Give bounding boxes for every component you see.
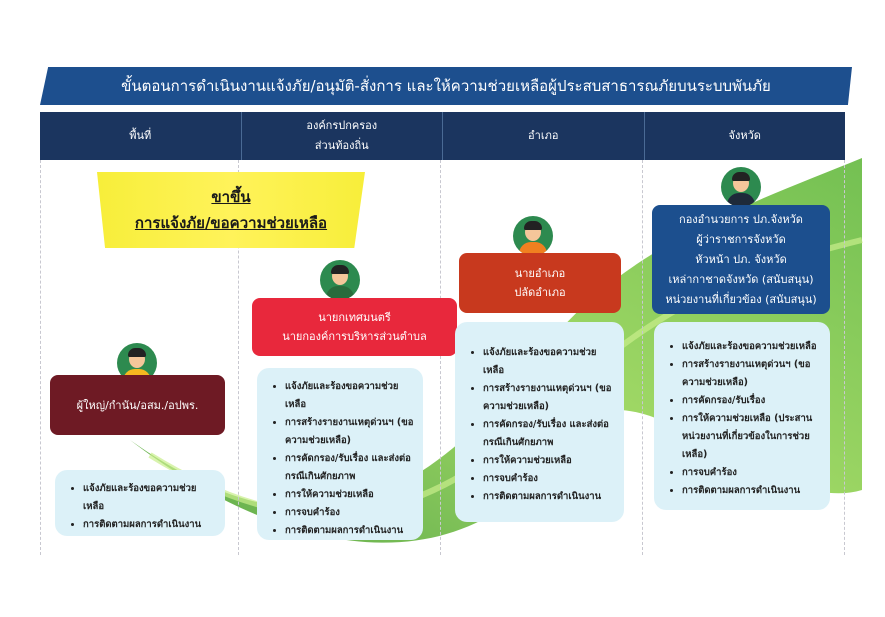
task-item: การจบคำร้อง	[285, 504, 415, 522]
role-box-area: ผู้ใหญ่/กำนัน/อสม./อปพร.	[50, 375, 225, 435]
task-list-district: แจ้งภัยและร้องขอความช่วยเหลือ การสร้างรา…	[455, 322, 624, 522]
column-label: พื้นที่	[129, 129, 152, 142]
task-item: การจบคำร้อง	[483, 470, 616, 488]
column-header-province: จังหวัด	[645, 112, 846, 160]
role-line: หน่วยงานที่เกี่ยวข้อง (สนับสนุน)	[665, 292, 817, 306]
task-item: การคัดกรอง/รับเรื่อง	[682, 392, 822, 410]
column-header-row: พื้นที่ องค์กรปกครอง ส่วนท้องถิ่น อำเภอ …	[40, 112, 845, 160]
task-list-area: แจ้งภัยและร้องขอความช่วยเหลือ การติดตามผ…	[55, 470, 225, 536]
column-divider	[844, 160, 845, 555]
banner-line1: ขาขึ้น	[211, 188, 251, 206]
role-line: กองอำนวยการ ปภ.จังหวัด	[679, 212, 803, 226]
role-line: หัวหน้า ปภ. จังหวัด	[695, 252, 787, 266]
banner-line2: การแจ้งภัย/ขอความช่วยเหลือ	[134, 214, 328, 232]
role-line: นายอำเภอ	[514, 267, 566, 280]
task-item: การสร้างรายงานเหตุด่วนฯ (ขอความช่วยเหลือ…	[285, 414, 415, 450]
task-item: แจ้งภัยและร้องขอความช่วยเหลือ	[682, 338, 822, 356]
diagram-title: ขั้นตอนการดำเนินงานแจ้งภัย/อนุมัติ-สั่งก…	[40, 67, 852, 105]
task-item: การติดตามผลการดำเนินงาน	[285, 522, 415, 540]
upstream-banner: ขาขึ้นการแจ้งภัย/ขอความช่วยเหลือ	[97, 172, 365, 248]
role-line: ผู้ใหญ่/กำนัน/อสม./อปพร.	[76, 398, 199, 412]
task-item: การติดตามผลการดำเนินงาน	[682, 482, 822, 500]
task-list-local-gov: แจ้งภัยและร้องขอความช่วยเหลือ การสร้างรา…	[257, 368, 423, 540]
column-divider	[642, 160, 643, 555]
role-box-district: นายอำเภอปลัดอำเภอ	[459, 253, 621, 313]
task-list-province: แจ้งภัยและร้องขอความช่วยเหลือ การสร้างรา…	[654, 322, 830, 510]
role-line: นายกองค์การบริหารส่วนตำบล	[282, 330, 427, 343]
person-avatar-icon	[320, 260, 360, 300]
column-label: องค์กรปกครอง ส่วนท้องถิ่น	[306, 119, 378, 152]
task-item: การให้ความช่วยเหลือ (ประสานหน่วยงานที่เก…	[682, 410, 822, 464]
column-divider	[238, 160, 239, 555]
task-item: แจ้งภัยและร้องขอความช่วยเหลือ	[83, 480, 217, 516]
task-item: แจ้งภัยและร้องขอความช่วยเหลือ	[285, 378, 415, 414]
column-label: จังหวัด	[728, 129, 761, 142]
column-header-local-gov: องค์กรปกครอง ส่วนท้องถิ่น	[242, 112, 443, 160]
task-item: การติดตามผลการดำเนินงาน	[483, 488, 616, 506]
column-divider	[40, 160, 41, 555]
task-item: การติดตามผลการดำเนินงาน	[83, 516, 217, 534]
task-item: การสร้างรายงานเหตุด่วนฯ (ขอความช่วยเหลือ…	[682, 356, 822, 392]
task-item: การสร้างรายงานเหตุด่วนฯ (ขอความช่วยเหลือ…	[483, 380, 616, 416]
role-box-province: กองอำนวยการ ปภ.จังหวัด ผู้ว่าราชการจังหว…	[652, 205, 830, 314]
task-item: การคัดกรอง/รับเรื่อง และส่งต่อกรณีเกินศั…	[285, 450, 415, 486]
task-item: การให้ความช่วยเหลือ	[483, 452, 616, 470]
task-item: การให้ความช่วยเหลือ	[285, 486, 415, 504]
column-header-district: อำเภอ	[443, 112, 645, 160]
person-avatar-icon	[721, 167, 761, 207]
role-line: นายกเทศมนตรี	[318, 311, 391, 324]
role-line: ปลัดอำเภอ	[514, 286, 566, 299]
task-item: การจบคำร้อง	[682, 464, 822, 482]
role-line: ผู้ว่าราชการจังหวัด	[696, 232, 786, 246]
person-avatar-icon	[513, 216, 553, 256]
column-header-area: พื้นที่	[40, 112, 242, 160]
task-item: แจ้งภัยและร้องขอความช่วยเหลือ	[483, 344, 616, 380]
column-label: อำเภอ	[528, 129, 559, 142]
task-item: การคัดกรอง/รับเรื่อง และส่งต่อกรณีเกินศั…	[483, 416, 616, 452]
column-divider	[440, 160, 441, 555]
role-line: เหล่ากาชาดจังหวัด (สนับสนุน)	[668, 272, 814, 286]
role-box-local-gov: นายกเทศมนตรีนายกองค์การบริหารส่วนตำบล	[252, 298, 457, 356]
